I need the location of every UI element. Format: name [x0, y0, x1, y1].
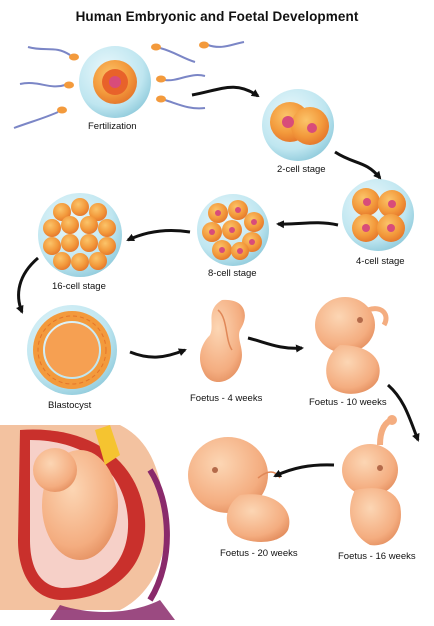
two-cell-embryo	[262, 89, 334, 161]
label-blastocyst: Blastocyst	[48, 400, 92, 411]
foetus-20-weeks	[188, 437, 290, 542]
four-cell-embryo	[342, 179, 414, 251]
label-2-cell-stage: 2-cell stage	[277, 164, 326, 175]
arrow-2cell-to-4cell	[334, 150, 382, 180]
label-4-cell-stage: 4-cell stage	[356, 256, 405, 267]
blastocyst	[27, 305, 117, 395]
label-foetus-4-weeks: Foetus - 4 weeks	[190, 393, 263, 404]
sperm-icon	[151, 43, 196, 63]
arrow-blastocyst-to-foetus4	[129, 348, 187, 359]
foetus-16-weeks	[342, 415, 401, 546]
label-8-cell-stage: 8-cell stage	[208, 268, 257, 279]
diagram-title: Human Embryonic and Foetal Development	[75, 9, 359, 24]
sperm-icon	[27, 46, 79, 61]
egg-cell	[79, 46, 151, 118]
sixteen-cell-embryo	[38, 193, 122, 277]
sperm-icon	[156, 95, 206, 110]
sperm-icon	[13, 106, 67, 129]
eight-cell-embryo	[197, 194, 269, 266]
label-16-cell-stage: 16-cell stage	[52, 281, 106, 292]
sperm-icon	[19, 81, 74, 89]
label-foetus-16-weeks: Foetus - 16 weeks	[338, 551, 416, 562]
sperm-icon	[199, 41, 245, 49]
arrow-foetus4-to-foetus10	[247, 336, 304, 353]
pregnancy-cross-section	[0, 425, 175, 620]
foetus-4-weeks	[199, 299, 245, 383]
sperm-group	[13, 41, 245, 129]
arrow-foetus16-to-foetus20	[273, 463, 335, 478]
label-foetus-20-weeks: Foetus - 20 weeks	[220, 548, 298, 559]
label-fertilization: Fertilization	[88, 121, 137, 132]
arrow-4cell-to-8cell	[276, 220, 339, 229]
sperm-icon	[156, 74, 206, 83]
arrow-foetus10-to-foetus16	[386, 383, 420, 442]
arrow-8cell-to-16cell	[126, 228, 191, 242]
label-foetus-10-weeks: Foetus - 10 weeks	[309, 397, 387, 408]
flow-arrows	[16, 85, 420, 478]
arrow-16cell-to-blastocyst	[16, 256, 39, 314]
foetus-10-weeks	[315, 297, 389, 394]
arrow-fertilization-to-2cell	[191, 85, 260, 98]
